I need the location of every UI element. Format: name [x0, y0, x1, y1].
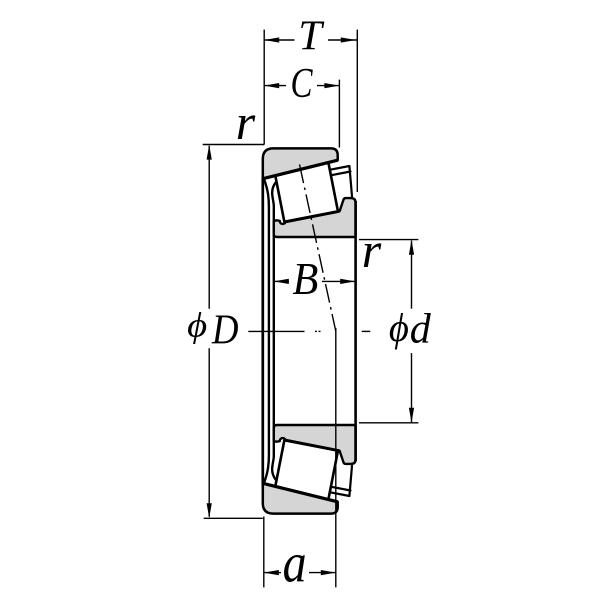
dimension-lines [202, 29, 419, 588]
label-load-center: a [283, 532, 307, 594]
arrow-phid-down [408, 407, 415, 423]
arrow-B-right [340, 278, 356, 284]
arrow-phid-up [408, 239, 415, 255]
arrow-C-right [324, 83, 340, 89]
label-outer-chamfer: r [236, 94, 256, 150]
arrow-T-left [264, 37, 280, 43]
arrow-phiD-down [206, 503, 212, 519]
label-outer-diameter: D [211, 307, 238, 353]
arrow-T-right [340, 37, 356, 43]
label-bore-diameter-symbol: ϕ [389, 305, 409, 350]
dimension-arrowheads [206, 37, 415, 576]
arrow-a-left [263, 570, 279, 576]
bearing-lower-half [261, 423, 358, 516]
label-bore-diameter: d [410, 306, 432, 352]
arrow-C-left [264, 83, 280, 89]
label-cup-width: C [291, 61, 314, 107]
label-outer-diameter-symbol: ϕ [187, 306, 207, 345]
load-center-line [298, 164, 337, 332]
bearing-upper-half [261, 146, 358, 239]
arrow-a-right [320, 570, 336, 576]
label-cone-width: B [293, 253, 319, 304]
label-inner-chamfer: r [362, 222, 382, 278]
label-total-width: T [298, 14, 324, 60]
arrow-phiD-up [206, 144, 212, 160]
arrow-B-left [273, 278, 289, 284]
